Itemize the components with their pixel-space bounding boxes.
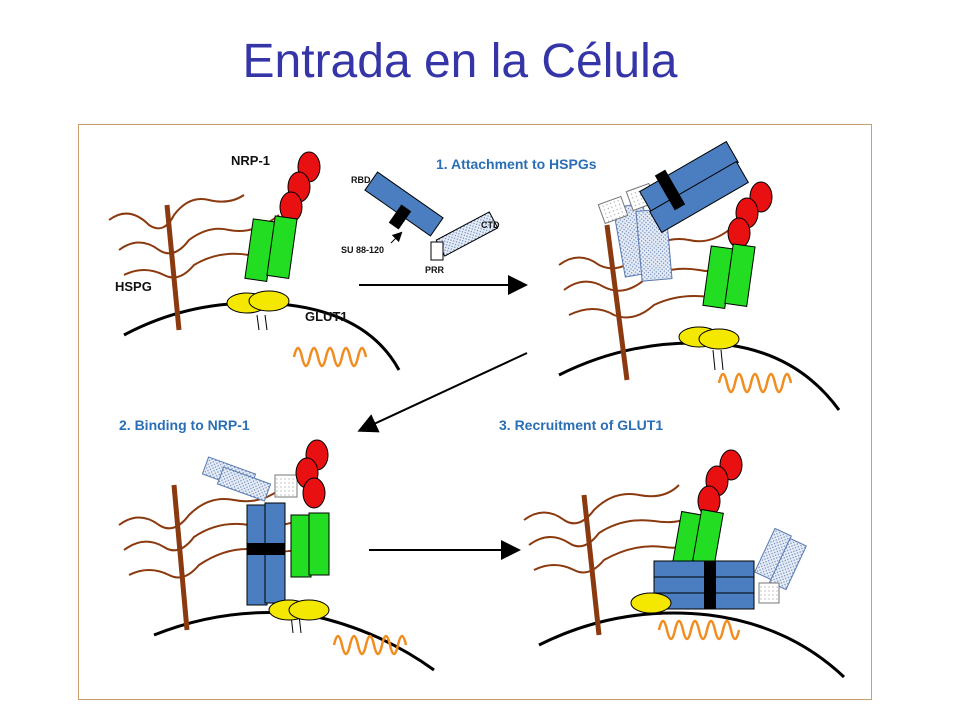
cell-membrane-3 (153, 611, 435, 672)
rbd-label: RBD (351, 175, 371, 185)
envelope-recruited (653, 527, 807, 610)
hspg-label: HSPG (115, 279, 152, 294)
glut1-label: GLUT1 (305, 309, 348, 324)
nrp1-receptor (244, 151, 321, 331)
nrp1-receptor-4 (672, 449, 743, 568)
stage-binding (118, 439, 435, 672)
glut1-transporter-2 (678, 326, 793, 394)
diagram-panel: NRP-1 HSPG GLUT1 RBD CTD PRR SU 88-120 1… (78, 124, 872, 700)
cell-membrane-2 (558, 341, 841, 411)
step2-label: 2. Binding to NRP-1 (119, 417, 250, 433)
nrp1-label: NRP-1 (231, 153, 270, 168)
arrow-step2 (357, 352, 528, 433)
envelope-bound (201, 456, 298, 606)
glut1-transporter-4 (630, 592, 741, 641)
su-label: SU 88-120 (341, 245, 384, 255)
cell-membrane (123, 301, 401, 371)
page-title: Entrada en la Célula (242, 35, 678, 88)
prr-label: PRR (425, 265, 445, 275)
ctd-label: CTD (481, 220, 500, 230)
stage-initial: NRP-1 HSPG GLUT1 (108, 151, 401, 371)
nrp1-receptor-3 (290, 439, 330, 634)
envelope-attached (597, 140, 749, 282)
glut1-transporter (226, 290, 368, 368)
step3-label: 3. Recruitment of GLUT1 (499, 417, 663, 433)
stage-recruitment (523, 449, 846, 679)
glut1-transporter-3 (268, 599, 408, 656)
envelope-schematic: RBD CTD PRR SU 88-120 (341, 171, 500, 275)
viral-entry-diagram: NRP-1 HSPG GLUT1 RBD CTD PRR SU 88-120 1… (108, 140, 846, 679)
step1-label: 1. Attachment to HSPGs (436, 156, 597, 172)
cell-membrane-4 (538, 611, 846, 679)
hspg-molecule (108, 194, 290, 331)
nrp1-receptor-2 (702, 181, 773, 371)
stage-attachment (558, 140, 841, 411)
